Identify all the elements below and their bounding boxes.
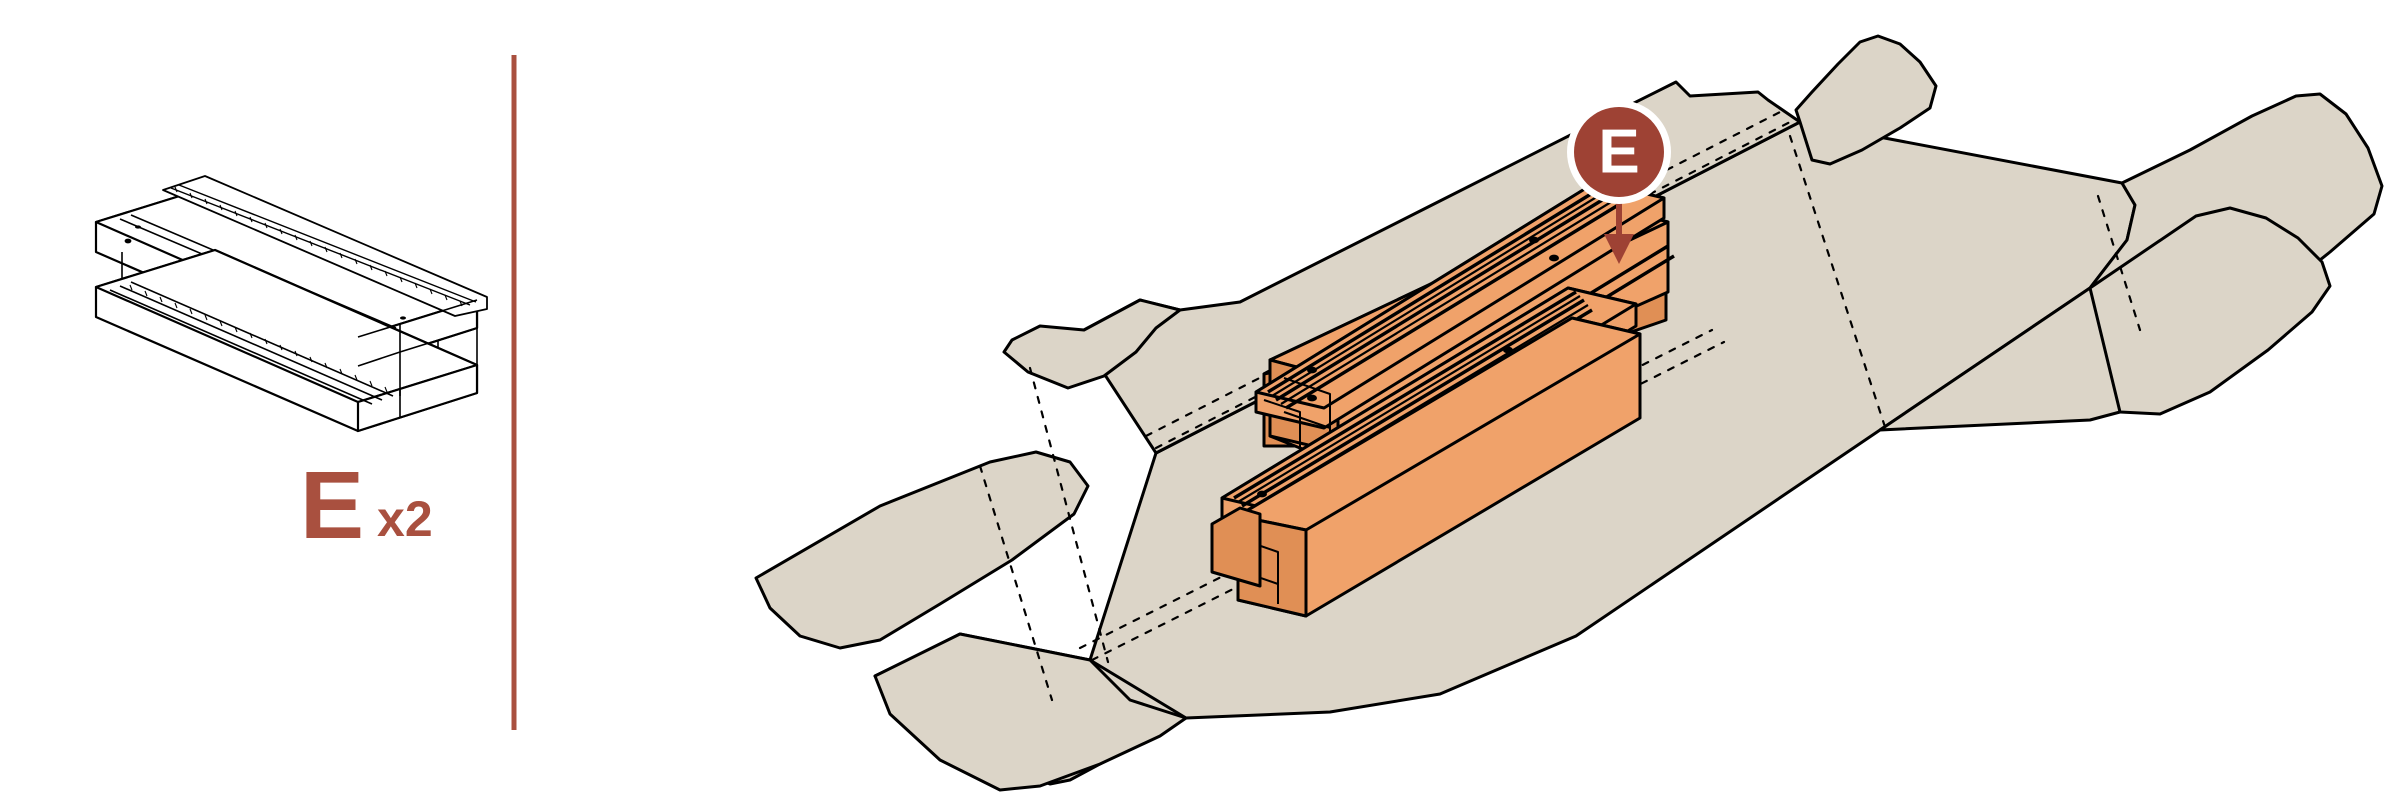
carton-right-top-flap xyxy=(1794,34,1938,166)
callout-badge[interactable]: E xyxy=(1567,100,1671,204)
callout-badge-letter: E xyxy=(1598,118,1639,187)
carton-bottom-flap xyxy=(873,632,1188,792)
carton-left-end-flap-lower xyxy=(754,450,1090,650)
beam-e-lower xyxy=(1210,286,1642,618)
beam-e-upper xyxy=(1254,180,1675,470)
beam-line-art xyxy=(94,175,488,433)
part-quantity: x2 xyxy=(377,491,433,548)
callout-badge-circle xyxy=(1574,107,1664,197)
part-label: E x2 xyxy=(300,452,433,559)
part-letter: E xyxy=(300,452,364,559)
carton-right-lower-flap xyxy=(2088,206,2332,416)
carton-left-end-flap-upper xyxy=(1002,298,1182,390)
